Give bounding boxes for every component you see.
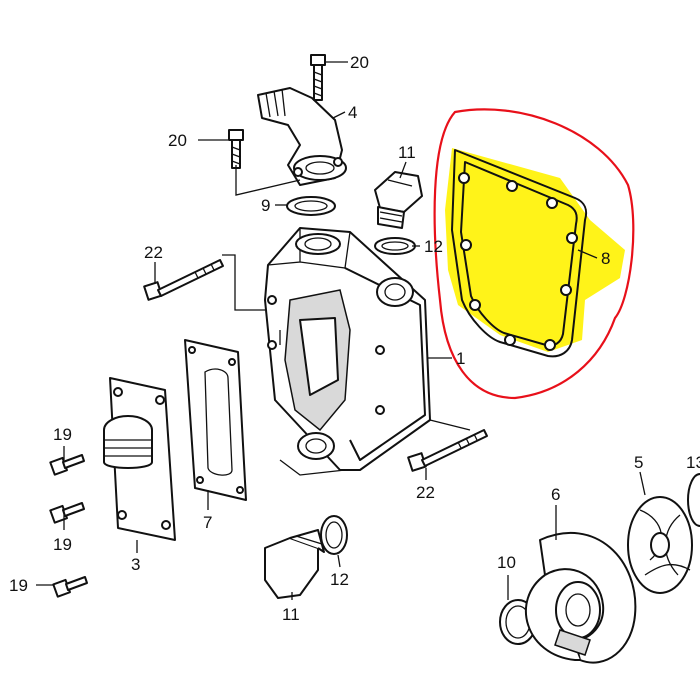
callout-labels: 20 4 20 11 9 12 8 22 1 19 19 19 3 7 22 1…	[9, 53, 700, 624]
bolt-19-b	[49, 502, 85, 524]
callout-22-lower: 22	[416, 483, 435, 502]
callout-9: 9	[261, 196, 270, 215]
impeller-5	[627, 496, 693, 594]
bolt-20-left	[228, 129, 244, 169]
callout-20-top: 20	[350, 53, 369, 72]
o-ring-12-top	[374, 237, 416, 255]
flange-gasket-7	[184, 339, 247, 501]
drain-cap-11-bottom	[264, 529, 325, 599]
callout-3: 3	[131, 555, 140, 574]
callout-7: 7	[203, 513, 212, 532]
callout-6: 6	[551, 485, 560, 504]
callout-13: 13	[686, 453, 700, 472]
callout-8: 8	[601, 249, 610, 268]
o-ring-9	[286, 196, 336, 216]
gasket-8	[451, 149, 588, 358]
drain-cap-11-top	[374, 171, 423, 229]
callout-12-top: 12	[424, 237, 443, 256]
gasket-8-highlight-group	[433, 108, 635, 400]
callout-22-upper: 22	[144, 243, 163, 262]
callout-4: 4	[348, 103, 357, 122]
bolt-22-upper	[143, 259, 224, 301]
part-13-partial	[687, 473, 700, 527]
callout-19-b: 19	[53, 535, 72, 554]
callout-1: 1	[456, 349, 465, 368]
callout-12-bottom: 12	[330, 570, 349, 589]
callout-10: 10	[497, 553, 516, 572]
bolt-20-top	[310, 54, 326, 101]
flange-3	[103, 377, 176, 541]
bolt-19-a	[49, 454, 85, 476]
callout-11-top: 11	[398, 143, 416, 162]
gasket-bolt-holes	[458, 172, 578, 351]
o-ring-12-bottom	[320, 515, 348, 555]
leader-lines	[36, 61, 646, 600]
callout-11-bottom: 11	[282, 605, 300, 624]
red-encircle	[433, 108, 635, 400]
callout-19-c: 19	[9, 576, 28, 595]
elbow-fitting-4	[257, 87, 347, 186]
yellow-highlight	[445, 148, 625, 352]
bolt-22-lower	[407, 429, 488, 472]
volute-6	[524, 531, 637, 664]
callout-19-a: 19	[53, 425, 72, 444]
callout-20-left: 20	[168, 131, 187, 150]
bolt-19-c	[52, 576, 88, 598]
pump-casing-1	[264, 227, 431, 471]
callout-5: 5	[634, 453, 643, 472]
